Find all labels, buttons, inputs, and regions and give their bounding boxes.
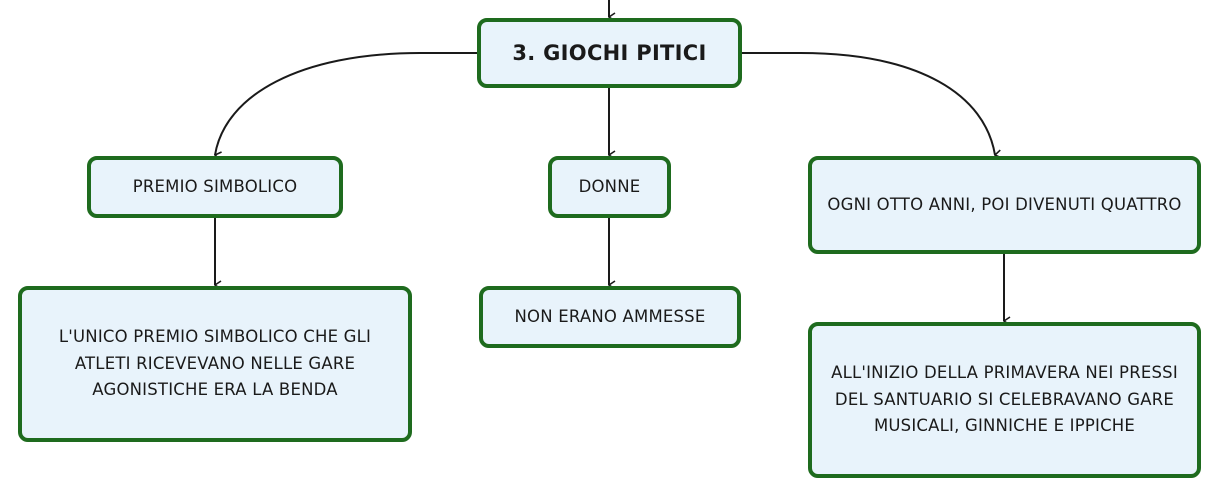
node-donne[interactable]: DONNE [548, 156, 671, 218]
node-premio-detail[interactable]: L'UNICO PREMIO SIMBOLICO CHE GLI ATLETI … [18, 286, 412, 442]
node-label: PREMIO SIMBOLICO [132, 176, 298, 196]
connector-root-to-ogni [742, 52, 995, 155]
node-detail-text: ALL'INIZIO DELLA PRIMAVERA NEI PRESSI DE… [831, 362, 1178, 436]
node-label: DONNE [578, 176, 641, 196]
node-detail-text: NON ERANO AMMESSE [514, 306, 706, 326]
node-ogni-detail[interactable]: ALL'INIZIO DELLA PRIMAVERA NEI PRESSI DE… [808, 322, 1201, 478]
root-node[interactable]: 3. GIOCHI PITICI [477, 18, 742, 88]
node-donne-detail[interactable]: NON ERANO AMMESSE [479, 286, 741, 348]
node-detail-text: L'UNICO PREMIO SIMBOLICO CHE GLI ATLETI … [58, 326, 372, 400]
node-label: OGNI OTTO ANNI, POI DIVENUTI QUATTRO [827, 194, 1182, 214]
connector-root-to-premio [215, 52, 477, 155]
node-ogni-otto-anni[interactable]: OGNI OTTO ANNI, POI DIVENUTI QUATTRO [808, 156, 1201, 254]
node-premio-simbolico[interactable]: PREMIO SIMBOLICO [87, 156, 343, 218]
root-node-label: 3. GIOCHI PITICI [512, 40, 707, 65]
